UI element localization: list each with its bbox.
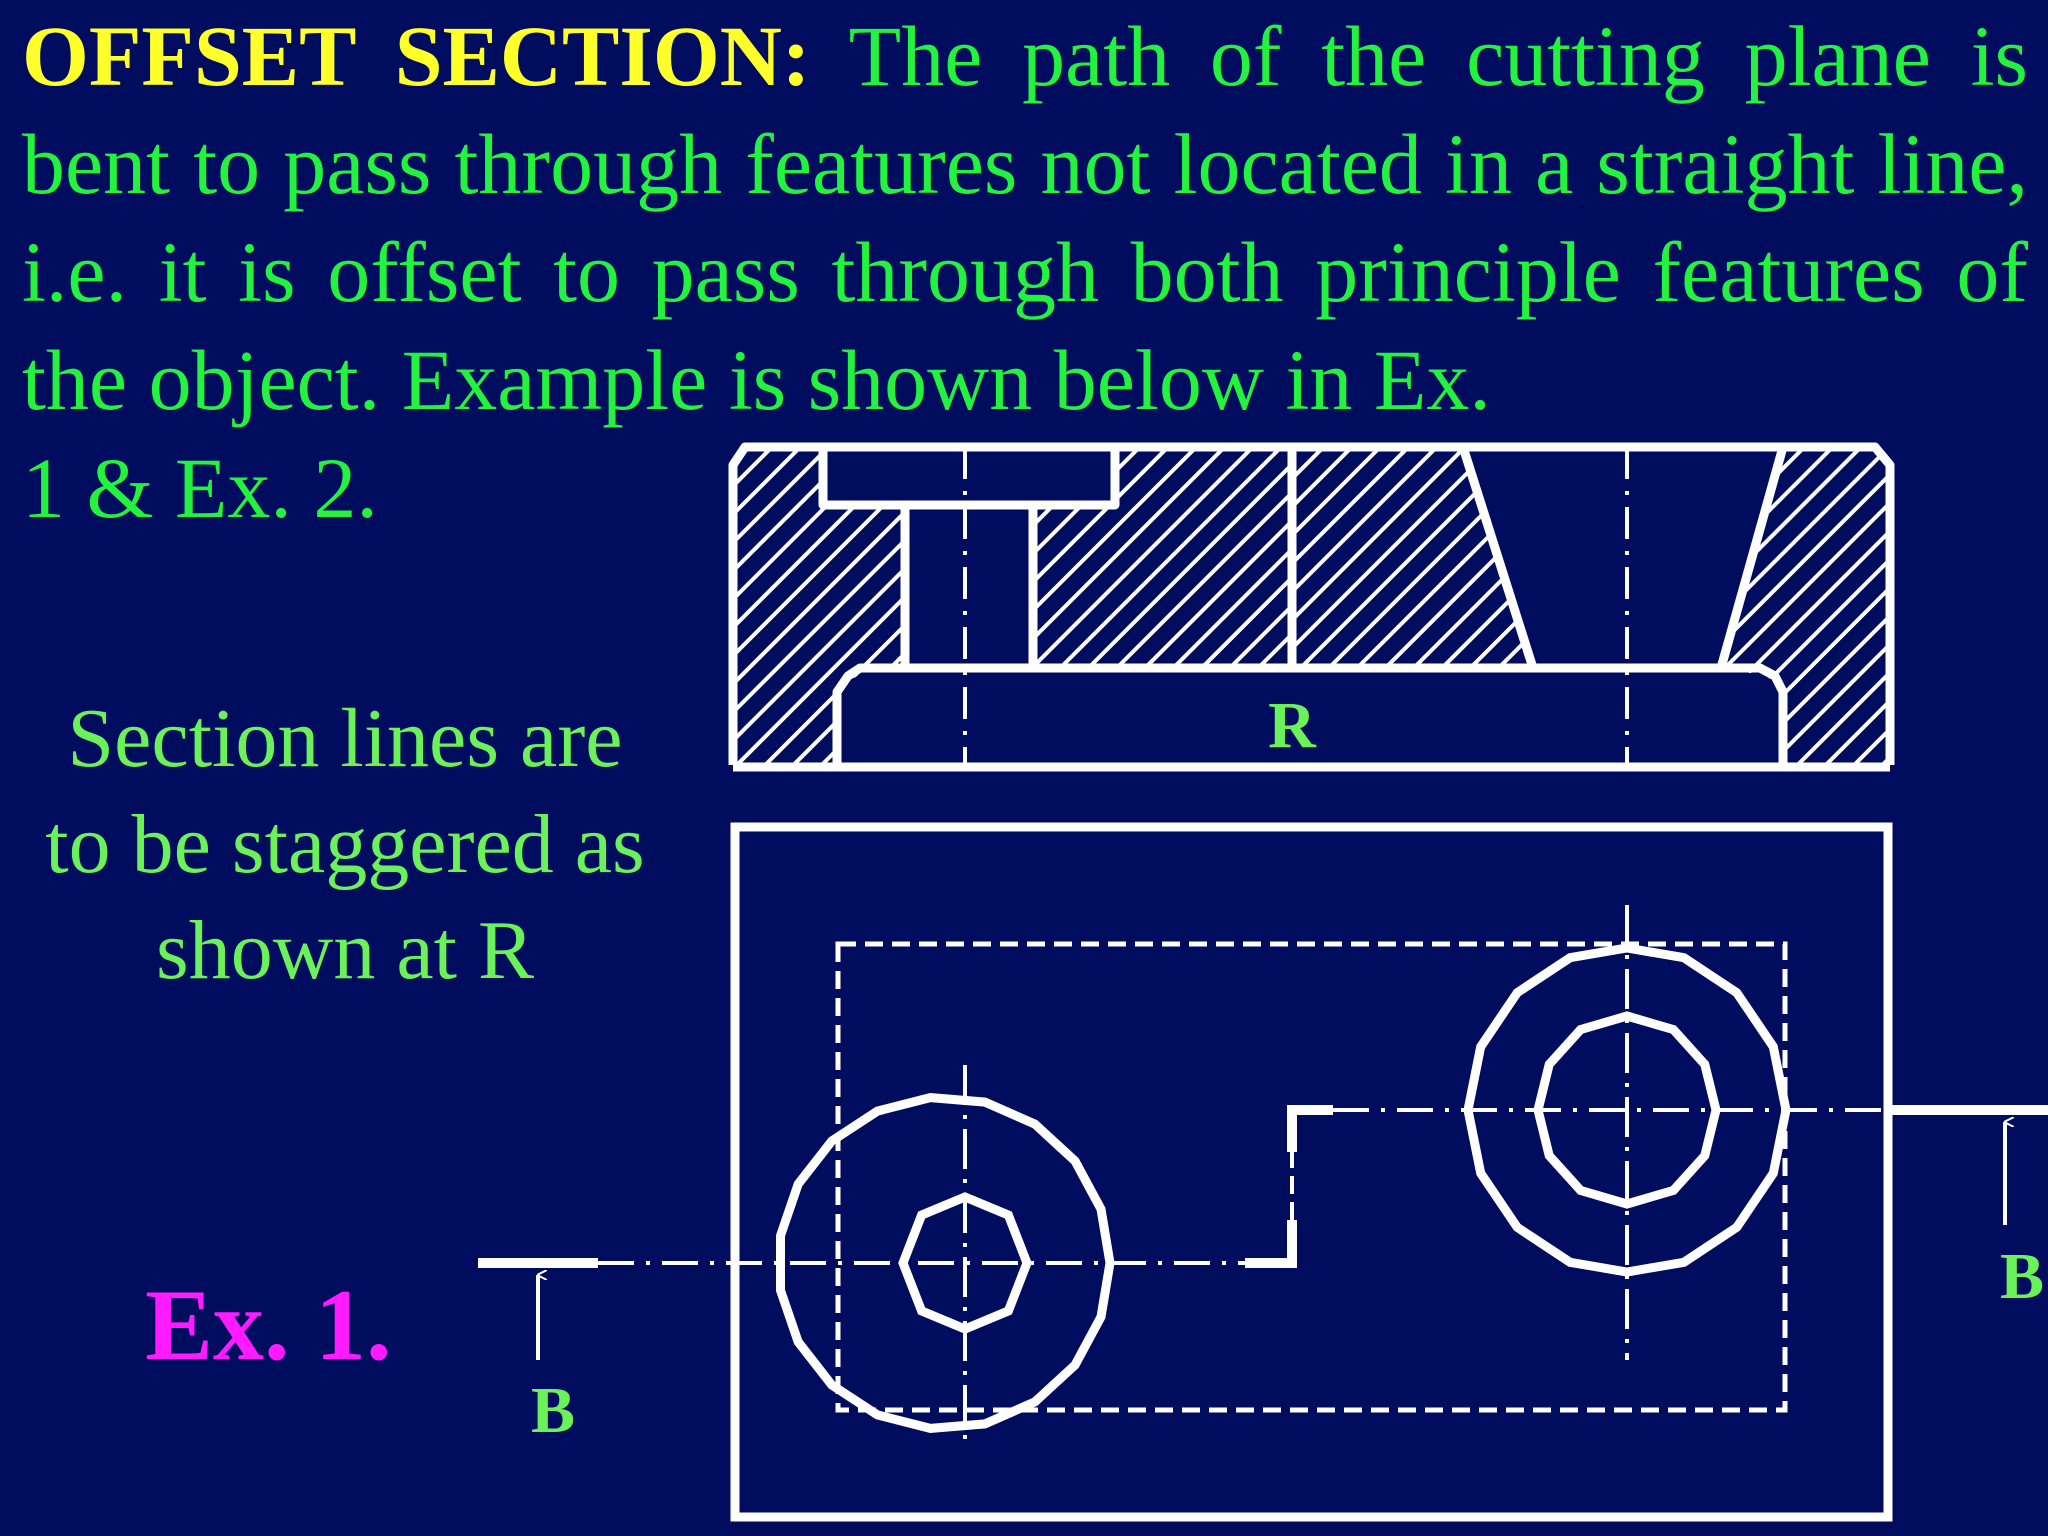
example-label: Ex. 1. [145,1269,392,1382]
section-note: Section lines are to be staggered as sho… [0,686,690,1004]
intro-tail: 1 & Ex. 2. [22,440,378,536]
plan-view: B B [478,822,2048,1522]
section-hatch-left [733,450,905,765]
section-hatch-center-right [1292,450,1533,665]
cutting-plane-arrows [536,1122,2005,1360]
intro-paragraph: OFFSET SECTION: The path of the cutting … [22,2,2028,434]
cut-label-right: B [2000,1240,2044,1313]
intro-body: The path of the cutting plane is bent to… [22,8,2028,428]
section-mark-label: R [1268,689,1317,762]
section-note-line-2: to be staggered as [45,798,645,891]
section-view: R [728,442,1895,772]
hole-left-counterbore [776,1093,1115,1433]
plan-outline [730,822,1893,1522]
plan-centerlines [963,905,1629,1448]
section-centerlines [963,447,1629,765]
section-hatch-right [1721,450,1890,765]
section-note-line-1: Section lines are [67,692,623,785]
hidden-recess-outline [835,941,1788,1413]
intro-lead: OFFSET SECTION: [22,8,811,104]
section-outline [728,442,1895,772]
section-hatch-center-left [1033,450,1292,665]
section-note-line-3: shown at R [156,904,534,997]
cut-label-left: B [531,1374,575,1447]
cutting-plane-line [478,1105,2048,1268]
